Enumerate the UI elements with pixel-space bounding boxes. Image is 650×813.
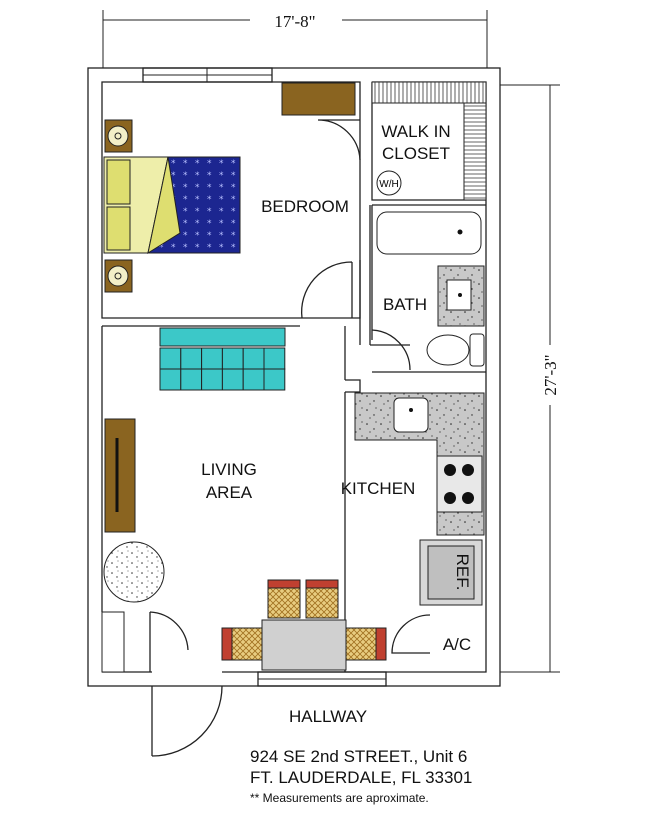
sofa-cushion	[180, 368, 203, 391]
sofa-cushion	[242, 347, 265, 370]
closet-label-1: WALK IN	[381, 122, 450, 141]
sofa-cushion	[180, 347, 203, 370]
sofa-cushion	[221, 368, 244, 391]
lamp-icon	[107, 125, 129, 147]
round-table	[103, 541, 165, 603]
length-dimension: 27'-3"	[500, 84, 560, 673]
nightstand	[104, 119, 133, 153]
address-line-2: FT. LAUDERDALE, FL 33301	[250, 768, 472, 787]
ac-label: A/C	[443, 635, 471, 654]
bedroom-label: BEDROOM	[261, 197, 349, 216]
sofa-cushion	[221, 347, 244, 370]
hallway-label: HALLWAY	[289, 707, 367, 726]
stove	[436, 455, 483, 513]
sofa-cushion	[242, 368, 265, 391]
sofa-cushion	[159, 368, 182, 391]
sofa-cushion	[263, 347, 286, 370]
living-label-1: LIVING	[201, 460, 257, 479]
bath-label: BATH	[383, 295, 427, 314]
coat-closet	[101, 611, 125, 673]
sofa	[159, 327, 286, 391]
closet-shelves	[371, 81, 487, 201]
sofa-cushion	[201, 368, 223, 391]
kitchen-label: KITCHEN	[341, 479, 416, 498]
bathtub	[376, 211, 482, 255]
water-heater-icon	[376, 170, 402, 196]
measurement-note: ** Measurements are aproximate.	[250, 791, 429, 805]
lamp-icon	[107, 265, 129, 287]
sofa-cushion	[159, 347, 182, 370]
walls	[87, 67, 501, 687]
doors	[149, 119, 431, 757]
sofa-cushion	[263, 368, 286, 391]
width-label: 17'-8"	[274, 12, 315, 31]
toilet	[426, 333, 485, 367]
length-label: 27'-3"	[541, 354, 560, 395]
nightstand	[104, 259, 133, 293]
dining-set	[221, 579, 387, 671]
dining-table	[261, 619, 347, 671]
bed	[103, 156, 241, 255]
width-dimension: 17'-8"	[102, 10, 488, 68]
dresser	[281, 82, 356, 116]
kitchen-sink	[393, 397, 429, 433]
water-heater-label: W/H	[379, 179, 398, 190]
sofa-cushion	[201, 347, 223, 370]
tv-console	[104, 418, 136, 533]
address-line-1: 924 SE 2nd STREET., Unit 6	[250, 747, 467, 766]
closet-label-2: CLOSET	[382, 144, 450, 163]
living-label-2: AREA	[206, 483, 253, 502]
refrigerator-label: REF.	[453, 554, 472, 591]
